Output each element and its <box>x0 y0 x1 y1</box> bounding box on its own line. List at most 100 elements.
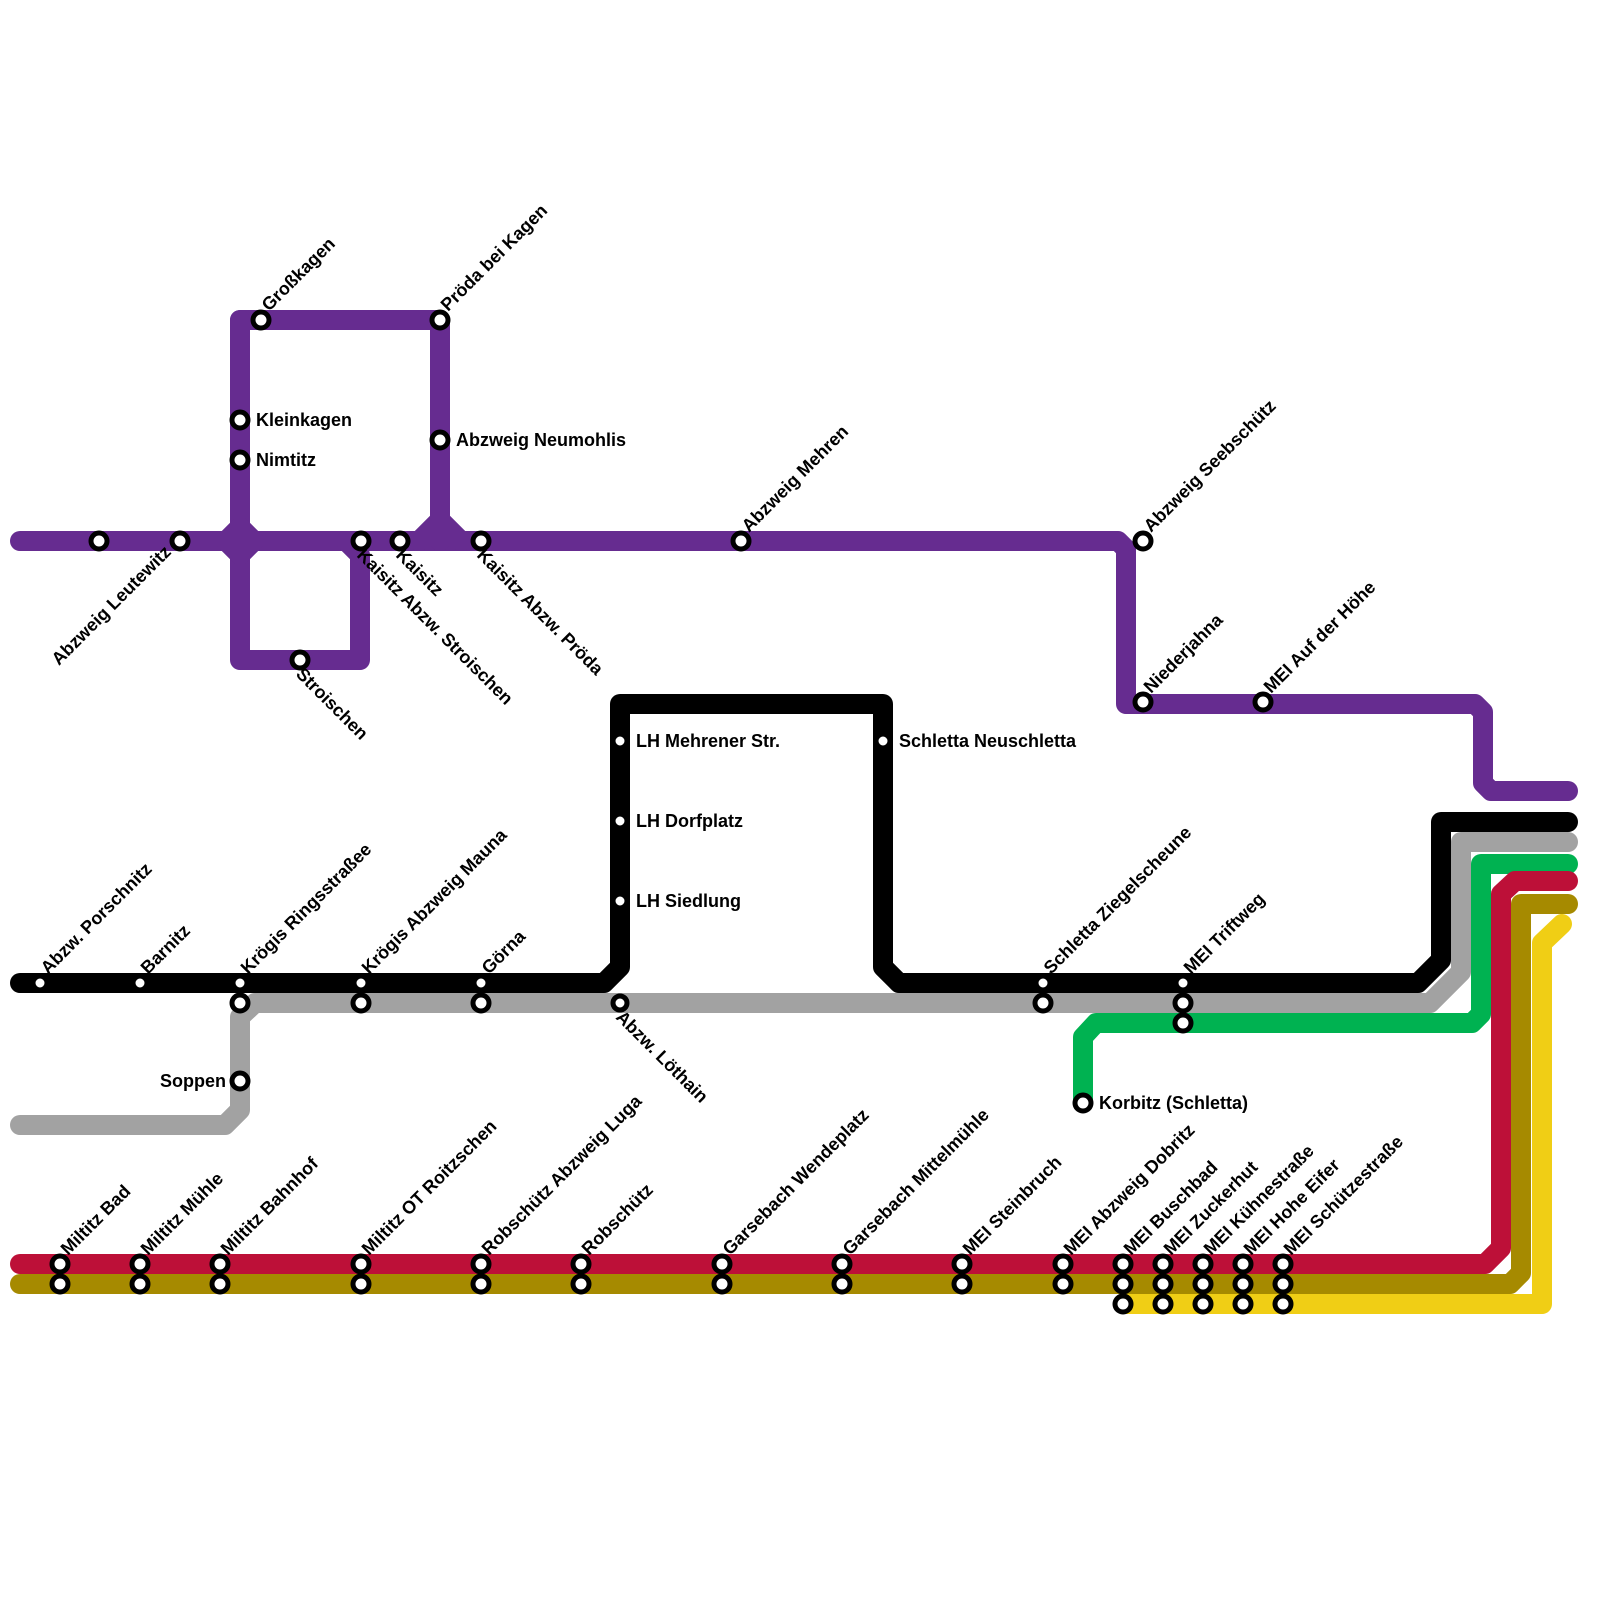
station-circle[interactable] <box>209 1273 231 1295</box>
station-circle[interactable] <box>470 992 492 1014</box>
station-circle[interactable] <box>1112 1293 1134 1315</box>
station-circle[interactable] <box>730 530 752 552</box>
station-marker[interactable] <box>289 649 311 671</box>
station-marker[interactable] <box>470 1253 492 1295</box>
station-marker[interactable] <box>610 811 630 831</box>
station-circle[interactable] <box>1192 1293 1214 1315</box>
station-marker[interactable] <box>1112 1253 1134 1315</box>
station-marker[interactable] <box>1132 530 1154 552</box>
station-circle[interactable] <box>1132 691 1154 713</box>
station-circle[interactable] <box>1272 1273 1294 1295</box>
station-circle[interactable] <box>1052 1273 1074 1295</box>
station-circle[interactable] <box>1192 1253 1214 1275</box>
station-marker[interactable] <box>1152 1253 1174 1315</box>
station-marker[interactable] <box>1072 1092 1094 1114</box>
station-marker[interactable] <box>130 973 150 993</box>
station-marker[interactable] <box>350 973 372 1014</box>
station-circle[interactable] <box>1132 530 1154 552</box>
station-circle[interactable] <box>831 1253 853 1275</box>
station-circle[interactable] <box>1112 1253 1134 1275</box>
station-circle[interactable] <box>1173 973 1193 993</box>
station-circle[interactable] <box>1232 1253 1254 1275</box>
station-marker[interactable] <box>610 891 630 911</box>
station-circle[interactable] <box>873 731 893 751</box>
station-circle[interactable] <box>229 409 251 431</box>
station-marker[interactable] <box>389 530 411 552</box>
station-marker[interactable] <box>229 973 251 1014</box>
station-marker[interactable] <box>30 973 50 993</box>
station-circle[interactable] <box>610 811 630 831</box>
station-marker[interactable] <box>169 530 191 552</box>
station-circle[interactable] <box>169 530 191 552</box>
station-circle[interactable] <box>250 309 272 331</box>
station-circle[interactable] <box>471 973 491 993</box>
station-circle[interactable] <box>711 1273 733 1295</box>
station-marker[interactable] <box>1232 1253 1254 1315</box>
station-circle[interactable] <box>570 1253 592 1275</box>
station-circle[interactable] <box>350 1253 372 1275</box>
station-circle[interactable] <box>1232 1273 1254 1295</box>
station-marker[interactable] <box>470 973 492 1014</box>
station-circle[interactable] <box>350 992 372 1014</box>
station-circle[interactable] <box>951 1253 973 1275</box>
station-circle[interactable] <box>350 530 372 552</box>
station-circle[interactable] <box>1192 1273 1214 1295</box>
station-circle[interactable] <box>470 1253 492 1275</box>
station-marker[interactable] <box>350 530 372 552</box>
station-circle[interactable] <box>711 1253 733 1275</box>
station-circle[interactable] <box>570 1273 592 1295</box>
station-circle[interactable] <box>610 731 630 751</box>
station-circle[interactable] <box>1112 1273 1134 1295</box>
station-circle[interactable] <box>610 891 630 911</box>
station-marker[interactable] <box>350 1253 372 1295</box>
station-marker[interactable] <box>730 530 752 552</box>
station-circle[interactable] <box>209 1253 231 1275</box>
station-marker[interactable] <box>1192 1253 1214 1315</box>
station-circle[interactable] <box>289 649 311 671</box>
station-marker[interactable] <box>209 1253 231 1295</box>
station-marker[interactable] <box>88 530 110 552</box>
station-marker[interactable] <box>1052 1253 1074 1295</box>
station-circle[interactable] <box>1152 1293 1174 1315</box>
station-marker[interactable] <box>570 1253 592 1295</box>
station-circle[interactable] <box>951 1273 973 1295</box>
station-marker[interactable] <box>1272 1253 1294 1315</box>
station-circle[interactable] <box>1172 1012 1194 1034</box>
station-marker[interactable] <box>1252 691 1274 713</box>
station-circle[interactable] <box>350 1273 372 1295</box>
station-marker[interactable] <box>429 429 451 451</box>
station-circle[interactable] <box>229 992 251 1014</box>
station-marker[interactable] <box>429 309 451 331</box>
station-circle[interactable] <box>831 1273 853 1295</box>
station-circle[interactable] <box>229 449 251 471</box>
station-marker[interactable] <box>229 1070 251 1092</box>
station-marker[interactable] <box>229 449 251 471</box>
station-circle[interactable] <box>1152 1273 1174 1295</box>
station-circle[interactable] <box>1272 1293 1294 1315</box>
station-circle[interactable] <box>470 1273 492 1295</box>
station-marker[interactable] <box>610 731 630 751</box>
station-circle[interactable] <box>1172 992 1194 1014</box>
station-circle[interactable] <box>130 973 150 993</box>
station-marker[interactable] <box>49 1253 71 1295</box>
station-marker[interactable] <box>831 1253 853 1295</box>
station-marker[interactable] <box>951 1253 973 1295</box>
station-circle[interactable] <box>610 993 630 1013</box>
station-marker[interactable] <box>470 530 492 552</box>
station-marker[interactable] <box>229 409 251 431</box>
station-circle[interactable] <box>129 1273 151 1295</box>
station-marker[interactable] <box>1032 973 1054 1014</box>
station-marker[interactable] <box>1172 973 1194 1034</box>
station-circle[interactable] <box>1252 691 1274 713</box>
station-circle[interactable] <box>1272 1253 1294 1275</box>
station-circle[interactable] <box>470 530 492 552</box>
station-marker[interactable] <box>873 731 893 751</box>
station-circle[interactable] <box>49 1253 71 1275</box>
station-circle[interactable] <box>1032 992 1054 1014</box>
station-circle[interactable] <box>1152 1253 1174 1275</box>
station-circle[interactable] <box>1033 973 1053 993</box>
station-circle[interactable] <box>230 973 250 993</box>
station-circle[interactable] <box>389 530 411 552</box>
station-circle[interactable] <box>49 1273 71 1295</box>
station-circle[interactable] <box>351 973 371 993</box>
